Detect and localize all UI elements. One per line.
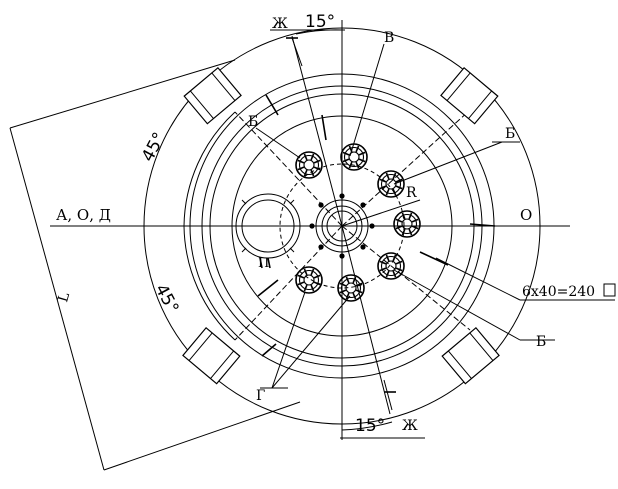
nozzle-b-left-label: Б bbox=[248, 114, 258, 130]
section-zh-bottom-label: Ж bbox=[402, 418, 418, 434]
dim-l-ext-bottom bbox=[103, 401, 301, 471]
nozzle-right bbox=[393, 210, 421, 238]
hatch-p-label: П bbox=[258, 256, 269, 271]
leader-g-1 bbox=[271, 291, 306, 389]
bottom-15-line bbox=[341, 225, 391, 415]
manhole-inner bbox=[241, 199, 295, 253]
diag-lower-right bbox=[341, 225, 471, 331]
nozzle-b-right-top bbox=[377, 170, 405, 198]
nozzle-g-left bbox=[295, 266, 323, 294]
dimension-l-label: L bbox=[55, 291, 73, 304]
lug-lower-left bbox=[182, 326, 241, 385]
diag-lower-left bbox=[234, 225, 343, 341]
angle-lower-label: 45° bbox=[151, 281, 183, 317]
nozzle-b-right-bottom bbox=[377, 252, 405, 280]
central-nozzle bbox=[309, 193, 375, 259]
central-inner bbox=[326, 210, 358, 242]
thick-marks bbox=[257, 94, 496, 357]
lug-upper-left bbox=[183, 66, 242, 125]
small-nozzles bbox=[295, 143, 421, 302]
dim-l-line bbox=[9, 127, 105, 471]
nozzle-v-label: В bbox=[384, 30, 394, 46]
angle-top-label: 15° bbox=[305, 12, 335, 32]
center-lines bbox=[50, 20, 570, 440]
central-mid bbox=[321, 205, 363, 247]
nozzle-b-right-bottom-label: Б bbox=[536, 334, 546, 350]
section-zh-top-label: Ж bbox=[272, 16, 288, 32]
nozzle-g-right bbox=[337, 274, 365, 302]
leader-g-2 bbox=[271, 295, 351, 389]
leader-b-right-bottom bbox=[393, 269, 521, 341]
leader-lines bbox=[255, 43, 615, 389]
dimension-l bbox=[9, 59, 301, 471]
square-symbol bbox=[603, 283, 616, 297]
nozzle-g-label: Г bbox=[256, 388, 265, 404]
top-15-line bbox=[291, 35, 343, 227]
central-outer bbox=[315, 199, 369, 253]
lug-upper-right bbox=[440, 66, 499, 125]
dim-l-ext-top bbox=[9, 59, 236, 129]
arc-45-lower bbox=[183, 225, 236, 341]
diag-upper-left bbox=[234, 111, 343, 227]
axis-right-label: О bbox=[520, 206, 532, 224]
lug-lower-right bbox=[441, 326, 500, 385]
leader-b-left bbox=[255, 127, 301, 159]
arc-45-upper bbox=[183, 111, 236, 227]
section-marker-bottom bbox=[340, 379, 425, 439]
angle-arcs bbox=[183, 29, 393, 431]
arc-15-top bbox=[295, 29, 343, 35]
radius-label: R bbox=[406, 185, 417, 201]
leader-v bbox=[349, 43, 385, 157]
angle-bottom-label: 15° bbox=[355, 416, 385, 436]
nozzle-v bbox=[340, 143, 368, 171]
nozzle-b-right-top-label: Б bbox=[505, 126, 515, 142]
angle-upper-label: 45° bbox=[138, 129, 170, 165]
bolts-spec-label: 6x40=240 bbox=[522, 284, 595, 300]
leader-bolts bbox=[435, 257, 521, 301]
leader-b-right-top bbox=[393, 141, 503, 185]
nozzle-b-left bbox=[295, 151, 323, 179]
support-lugs bbox=[182, 66, 500, 385]
axis-left-label: А, О, Д bbox=[56, 206, 111, 224]
leader-r bbox=[341, 199, 421, 227]
section-marker-top bbox=[270, 29, 345, 67]
labels: 15° 15° 45° 45° Ж Ж А, О, Д О В Б Б Б Г … bbox=[55, 12, 616, 436]
arc-15-bottom bbox=[341, 421, 393, 431]
